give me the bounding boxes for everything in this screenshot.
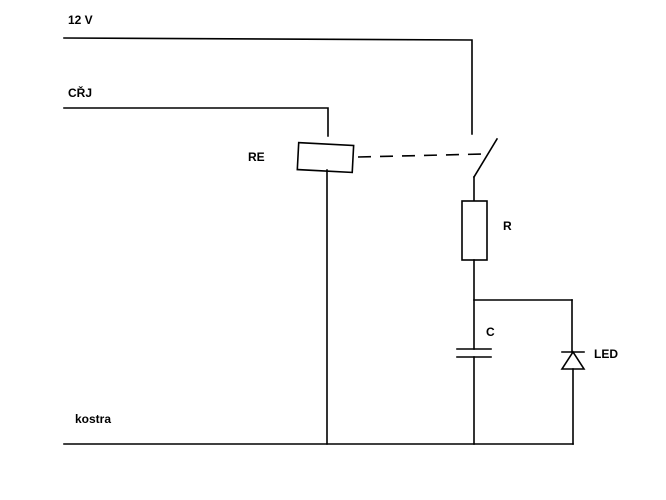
label-crj: CŘJ <box>68 85 92 100</box>
led-diode <box>560 299 586 445</box>
label-supply: 12 V <box>68 13 93 27</box>
label-resistor: R <box>503 219 512 233</box>
capacitor <box>456 348 492 358</box>
relay-switch-contact <box>472 137 499 202</box>
relay-coil <box>296 141 355 174</box>
label-led: LED <box>594 347 618 361</box>
relay-mechanical-link <box>357 153 485 158</box>
wire-crj <box>63 107 329 137</box>
label-capacitor: C <box>486 325 495 339</box>
label-ground: kostra <box>75 412 111 426</box>
resistor <box>461 200 488 261</box>
label-relay: RE <box>248 150 265 164</box>
wire-supply-12v <box>63 37 473 135</box>
